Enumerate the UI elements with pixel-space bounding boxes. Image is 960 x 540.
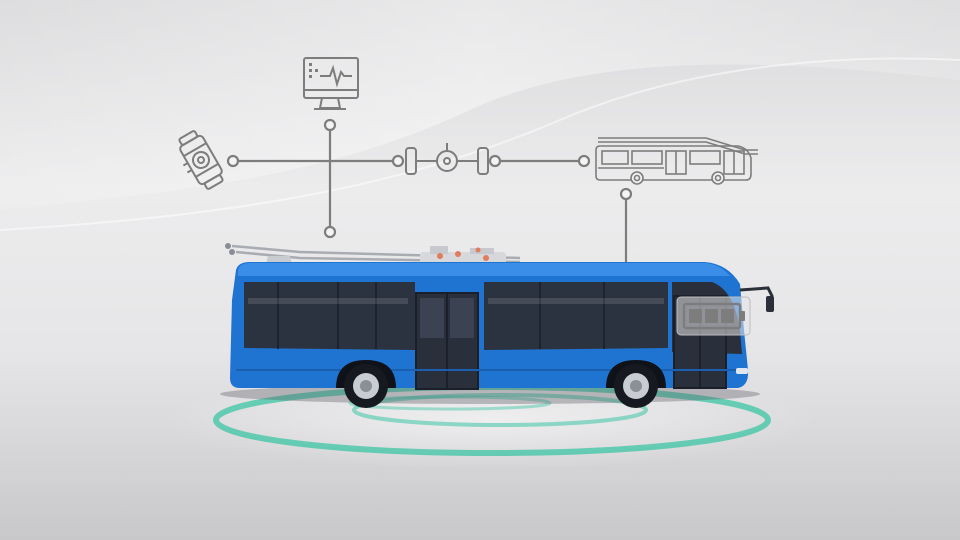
drive-axle-icon <box>405 143 489 175</box>
monitor-pulse-icon <box>303 57 359 110</box>
trolleybus <box>225 243 774 408</box>
front-wheel <box>606 360 666 408</box>
trolleybus-outline-icon <box>595 137 758 185</box>
bus-windows <box>244 282 415 350</box>
background-swoosh <box>0 0 960 210</box>
battery-icon <box>676 296 751 336</box>
electric-motor-icon <box>178 130 224 190</box>
rear-wheel <box>336 360 396 408</box>
